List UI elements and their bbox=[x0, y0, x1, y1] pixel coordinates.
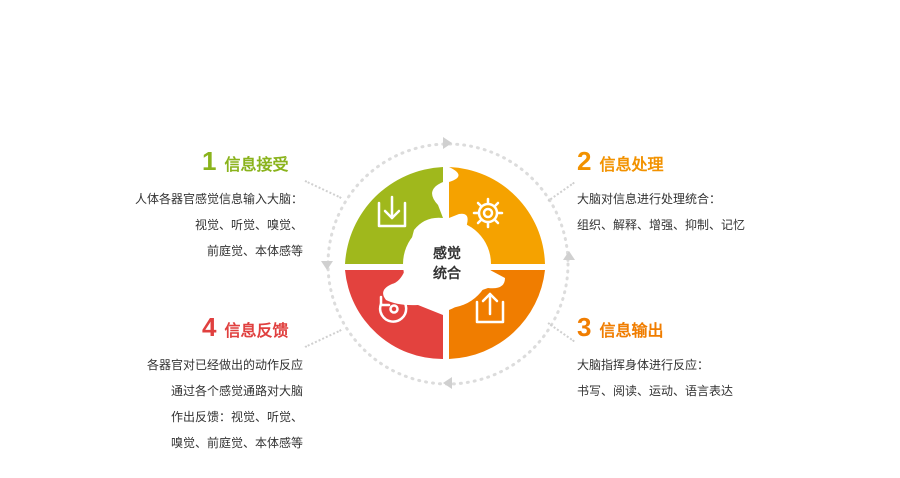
step-1-line-1: 人体各器官感觉信息输入大脑： bbox=[134, 192, 303, 206]
center-label-line2: 统合 bbox=[433, 265, 462, 282]
step-2-line-2: 组织、解释、增强、抑制、记忆 bbox=[577, 218, 746, 232]
step-3-number: 3 bbox=[577, 312, 592, 342]
step-4-line-3: 作出反馈：视觉、听觉、 bbox=[170, 410, 303, 424]
step-3-label: 信息输出 bbox=[599, 321, 664, 340]
step-4-number: 4 bbox=[202, 312, 217, 342]
step-4-line-1: 各器官对已经做出的动作反应 bbox=[146, 358, 303, 372]
step-1-line-3: 前庭觉、本体感等 bbox=[206, 244, 303, 258]
step-4-line-2: 通过各个感觉通路对大脑 bbox=[170, 384, 303, 398]
step-2-label: 信息处理 bbox=[599, 155, 664, 174]
share-icon bbox=[475, 292, 505, 324]
step-3-description: 大脑指挥身体进行反应： 书写、阅读、运动、语言表达 bbox=[577, 352, 733, 404]
ring-arrow-right bbox=[563, 251, 575, 260]
segment-output bbox=[449, 270, 545, 359]
step-1-number: 1 bbox=[202, 146, 217, 176]
step-3-line-2: 书写、阅读、运动、语言表达 bbox=[577, 384, 734, 398]
step-4-description: 各器官对已经做出的动作反应 通过各个感觉通路对大脑 作出反馈：视觉、听觉、 嗅觉… bbox=[147, 352, 303, 456]
ring-arrow-top bbox=[443, 137, 452, 149]
step-3-line-1: 大脑指挥身体进行反应： bbox=[577, 358, 710, 372]
step-1-title: 1 信息接受 bbox=[202, 148, 288, 175]
step-2-number: 2 bbox=[577, 146, 592, 176]
segment-feedback bbox=[345, 270, 443, 360]
step-4-title: 4 信息反馈 bbox=[202, 314, 288, 341]
step-2-title: 2 信息处理 bbox=[577, 148, 663, 175]
step-2-description: 大脑对信息进行处理统合： 组织、解释、增强、抑制、记忆 bbox=[577, 186, 745, 238]
refresh-icon bbox=[378, 294, 408, 323]
step-1-label: 信息接受 bbox=[224, 155, 289, 174]
step-1-line-2: 视觉、听觉、嗅觉、 bbox=[194, 218, 303, 232]
gear-icon bbox=[472, 197, 504, 229]
step-4-label: 信息反馈 bbox=[224, 321, 289, 340]
step-2-line-1: 大脑对信息进行处理统合： bbox=[577, 192, 722, 206]
step-4-line-4: 嗅觉、前庭觉、本体感等 bbox=[170, 436, 303, 450]
step-3-title: 3 信息输出 bbox=[577, 314, 663, 341]
center-label-line1: 感觉 bbox=[433, 245, 461, 262]
center-circle bbox=[403, 220, 491, 308]
download-icon bbox=[377, 195, 407, 228]
step-1-description: 人体各器官感觉信息输入大脑： 视觉、听觉、嗅觉、 前庭觉、本体感等 bbox=[135, 186, 303, 264]
ring-arrow-bottom bbox=[443, 377, 452, 389]
ring-arrow-left bbox=[321, 261, 333, 270]
